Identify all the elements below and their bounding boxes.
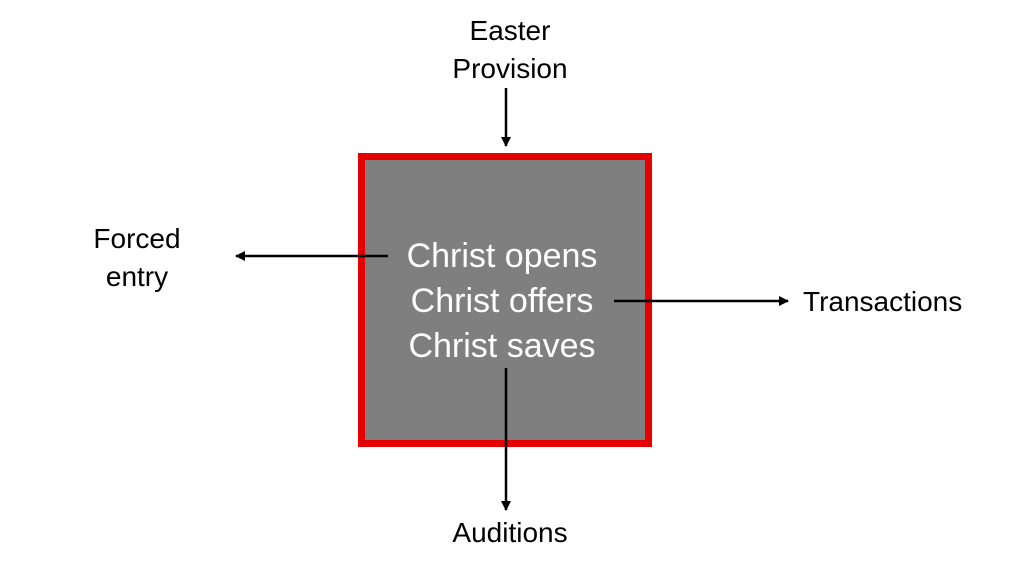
- label-easter: Easter: [469, 15, 551, 46]
- label-forced: Forced: [93, 223, 181, 254]
- box-line-opens: Christ opens: [406, 237, 598, 275]
- box-line-offers: Christ offers: [410, 282, 594, 320]
- box-line-saves: Christ saves: [408, 327, 596, 365]
- label-auditions: Auditions: [452, 517, 568, 548]
- label-provision: Provision: [452, 53, 568, 84]
- label-entry: entry: [105, 261, 169, 292]
- label-transactions: Transactions: [803, 286, 963, 317]
